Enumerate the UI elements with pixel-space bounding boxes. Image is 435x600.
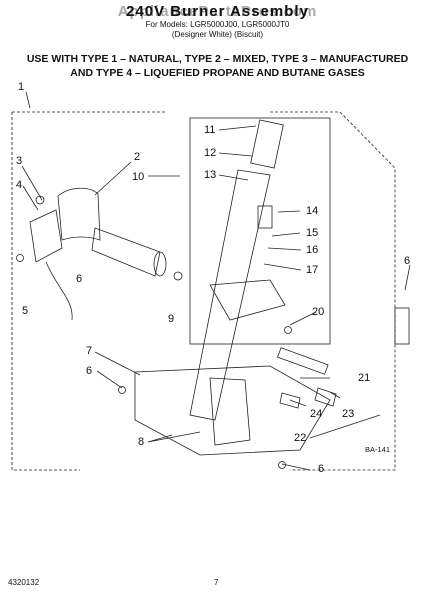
callout-2: 2 — [134, 151, 140, 163]
igniter-bracket — [29, 209, 63, 263]
callout-17: 17 — [306, 264, 318, 276]
callout-1: 1 — [18, 81, 24, 93]
bracket-leg — [209, 377, 251, 446]
screw-6c — [278, 461, 286, 469]
callout-6-left: 6 — [76, 273, 82, 285]
screw-6a — [16, 254, 24, 262]
burner-tube — [91, 227, 161, 277]
mixing-funnel — [57, 187, 101, 241]
callout-20: 20 — [312, 306, 324, 318]
igniter-subassembly-box — [189, 117, 331, 345]
callout-16: 16 — [306, 244, 318, 256]
gas-type-note: USE WITH TYPE 1 – NATURAL, TYPE 2 – MIXE… — [20, 52, 415, 80]
callout-12: 12 — [204, 147, 216, 159]
callout-10: 10 — [132, 171, 144, 183]
callout-14: 14 — [306, 205, 318, 217]
callout-11: 11 — [204, 124, 215, 136]
orifice — [279, 392, 301, 409]
wire-harness — [45, 261, 73, 321]
mounting-bracket — [134, 365, 331, 456]
gas-type-line-1: USE WITH TYPE 1 – NATURAL, TYPE 2 – MIXE… — [26, 53, 409, 65]
callout-24: 24 — [310, 408, 322, 420]
nut-9 — [173, 271, 183, 281]
page-number: 7 — [214, 578, 219, 587]
callout-13: 13 — [204, 169, 216, 181]
callout-3: 3 — [16, 155, 22, 167]
figure-code: BA-141 — [365, 445, 390, 454]
burner-tube-end — [153, 251, 167, 277]
screw-6b — [118, 386, 126, 394]
callout-6-bottom: 6 — [318, 463, 324, 475]
igniter-tube — [189, 169, 271, 421]
callout-6-right: 6 — [404, 255, 410, 267]
callout-6-mid: 6 — [86, 365, 92, 377]
page-title: 240V Burner Assembly — [126, 3, 309, 20]
callout-21: 21 — [358, 372, 370, 384]
orifice-spud — [314, 387, 337, 407]
callout-23: 23 — [342, 408, 354, 420]
designer-line: (Designer White) (Biscuit) — [171, 30, 264, 39]
callout-8: 8 — [138, 436, 144, 448]
valve-body — [209, 279, 286, 321]
flame-sensor — [257, 205, 273, 229]
callout-9: 9 — [168, 313, 174, 325]
clip — [394, 307, 410, 345]
callout-4: 4 — [16, 179, 22, 191]
callout-7: 7 — [86, 345, 92, 357]
screw-20 — [284, 326, 292, 334]
assembly-outline — [11, 111, 396, 471]
callout-22: 22 — [294, 432, 306, 444]
watermark-text: AppliancePartsPros.com — [117, 3, 318, 20]
document-number: 4320132 — [8, 578, 40, 587]
gas-type-line-2: AND TYPE 4 – LIQUEFIED PROPANE AND BUTAN… — [70, 67, 365, 79]
callout-5: 5 — [22, 305, 28, 317]
screw-3 — [35, 195, 45, 205]
models-line: For Models: LGR5000J00, LGR5000JT0 — [145, 20, 290, 29]
callout-leaders — [21, 91, 411, 471]
igniter-cap — [250, 119, 284, 169]
header: 240V Burner Assembly For Models: LGR5000… — [0, 4, 435, 40]
gas-line — [277, 347, 329, 375]
callout-15: 15 — [306, 227, 318, 239]
